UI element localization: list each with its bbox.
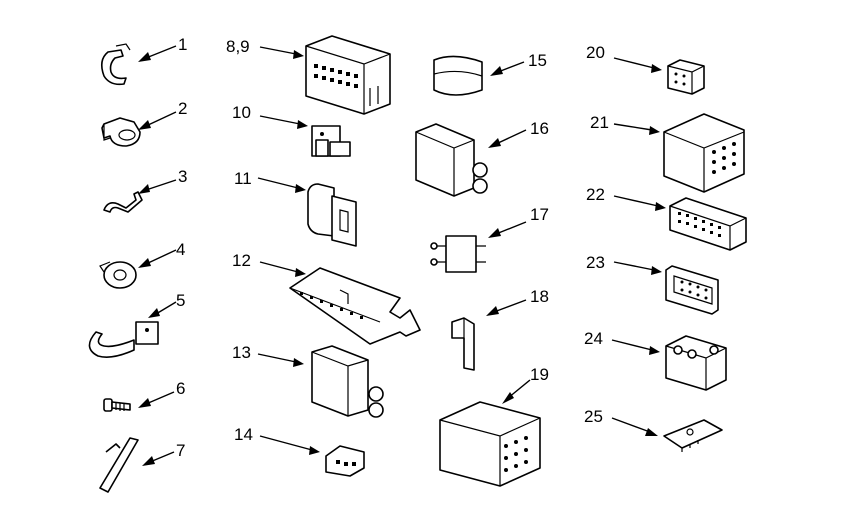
callout-12: 12 xyxy=(232,251,251,270)
callout-2: 2 xyxy=(178,99,187,118)
part-2-clamp xyxy=(101,117,141,147)
part-21-block xyxy=(663,113,745,193)
part-5-cable-clamp xyxy=(88,321,159,358)
part-10-leader xyxy=(259,115,308,129)
part-13-connector xyxy=(311,345,384,418)
callout-10: 10 xyxy=(232,103,251,122)
part-3-leader xyxy=(138,179,177,194)
part-20-leader xyxy=(613,57,662,73)
part-1-leader xyxy=(138,45,177,62)
part-4-leader xyxy=(138,249,177,268)
callout-11: 11 xyxy=(234,169,252,188)
part-4-grommet xyxy=(99,261,137,289)
part-25-leader xyxy=(611,417,658,436)
part-7-leader xyxy=(142,451,175,466)
part-22-leader xyxy=(613,195,666,211)
part-25-plate xyxy=(663,419,723,452)
part-19-leader xyxy=(502,379,531,404)
callout-20: 20 xyxy=(586,43,605,62)
part-11-connector xyxy=(307,183,357,247)
callout-7: 7 xyxy=(176,441,185,460)
part-8-9-leader xyxy=(259,46,304,59)
callout-15: 15 xyxy=(528,51,547,70)
part-23-leader xyxy=(613,261,662,275)
part-13-leader xyxy=(257,353,304,367)
part-12-strip xyxy=(289,267,421,345)
callout-5: 5 xyxy=(176,291,185,310)
part-6-screw xyxy=(103,398,131,412)
part-17-leader xyxy=(488,221,527,238)
part-14-leader xyxy=(259,435,320,455)
callout-6: 6 xyxy=(176,379,185,398)
part-23-dsub xyxy=(665,265,719,315)
part-14-plug xyxy=(325,445,365,477)
part-11-leader xyxy=(257,177,306,193)
part-24-housing xyxy=(665,335,727,391)
callout-24: 24 xyxy=(584,329,603,348)
part-3-clip xyxy=(103,191,143,213)
part-24-leader xyxy=(611,339,660,355)
callout-14: 14 xyxy=(234,425,253,444)
part-10-connector xyxy=(311,125,351,157)
part-17-block xyxy=(430,235,486,273)
callout-1: 1 xyxy=(178,35,187,54)
callout-18: 18 xyxy=(530,287,549,306)
callout-8-9: 8,9 xyxy=(226,37,250,56)
callout-23: 23 xyxy=(586,253,605,272)
part-12-leader xyxy=(259,261,306,277)
part-18-bracket xyxy=(451,317,475,371)
part-1-clip xyxy=(100,43,131,86)
part-7-bar xyxy=(99,437,139,493)
part-20-cube xyxy=(667,59,705,95)
part-15-leader xyxy=(490,61,525,76)
part-8-9-connector xyxy=(305,35,391,115)
part-6-leader xyxy=(138,391,175,408)
callout-4: 4 xyxy=(176,240,185,259)
part-18-leader xyxy=(486,299,527,316)
callout-17: 17 xyxy=(530,205,549,224)
part-5-leader xyxy=(148,301,177,318)
part-22-connector xyxy=(669,197,747,251)
part-2-leader xyxy=(138,111,177,130)
callout-22: 22 xyxy=(586,185,605,204)
part-16-connector xyxy=(415,123,488,197)
callout-21: 21 xyxy=(590,113,609,132)
part-15-sleeve xyxy=(433,55,483,96)
part-16-leader xyxy=(488,129,527,148)
callout-25: 25 xyxy=(584,407,603,426)
callout-19: 19 xyxy=(530,365,549,384)
callout-16: 16 xyxy=(530,119,549,138)
part-19-housing xyxy=(439,401,541,487)
callout-13: 13 xyxy=(232,343,251,362)
callout-3: 3 xyxy=(178,167,187,186)
part-21-leader xyxy=(613,123,660,135)
